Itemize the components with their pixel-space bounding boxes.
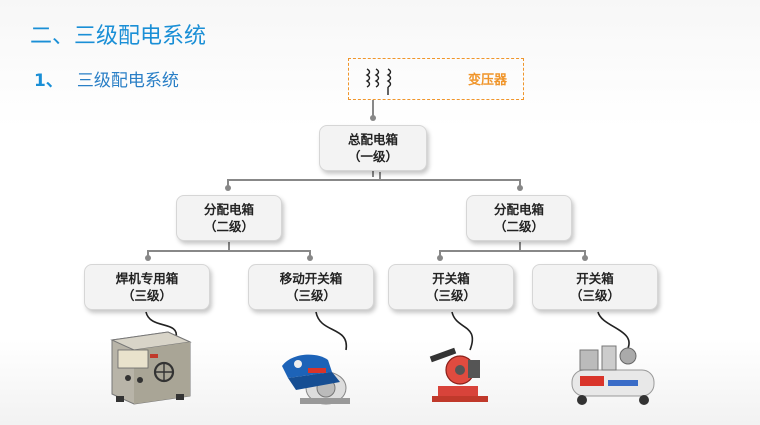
section-title: 1、三级配电系统 [34,66,179,91]
section-title-text: 三级配电系统 [76,71,179,91]
switch-box-2: 开关箱 （三级） [532,264,658,310]
welding-machine-icon [110,331,192,405]
air-compressor-icon [571,345,655,405]
box-level: （三级） [285,288,336,303]
box-level: （三级） [569,288,620,303]
distribution-box-right: 分配电箱 （二级） [466,195,572,241]
mobile-switch-box: 移动开关箱 （三级） [248,264,374,310]
box-name: 开关箱 [432,271,470,286]
box-name: 焊机专用箱 [115,271,179,286]
box-name: 开关箱 [576,271,614,286]
cutting-machine-icon [429,347,488,402]
transformer: 变压器 [348,58,524,100]
box-level: （二级） [203,219,254,234]
box-level: （一级） [347,149,398,164]
section-number: 1、 [34,71,63,91]
circular-saw-icon [282,354,350,405]
box-level: （三级） [121,288,172,303]
box-name: 分配电箱 [493,202,544,217]
box-name: 分配电箱 [203,202,254,217]
welder-switch-box: 焊机专用箱 （三级） [84,264,210,310]
switch-box-1: 开关箱 （三级） [388,264,514,310]
distribution-box-left: 分配电箱 （二级） [176,195,282,241]
box-name: 移动开关箱 [279,271,343,286]
box-name: 总配电箱 [347,132,398,147]
box-level: （三级） [425,288,476,303]
transformer-label: 变压器 [467,73,507,88]
transformer-coil-icon [365,68,392,95]
main-distribution-box: 总配电箱 （一级） [319,125,427,171]
page-title: 二、三级配电系统 [30,24,207,49]
box-level: （二级） [493,219,544,234]
